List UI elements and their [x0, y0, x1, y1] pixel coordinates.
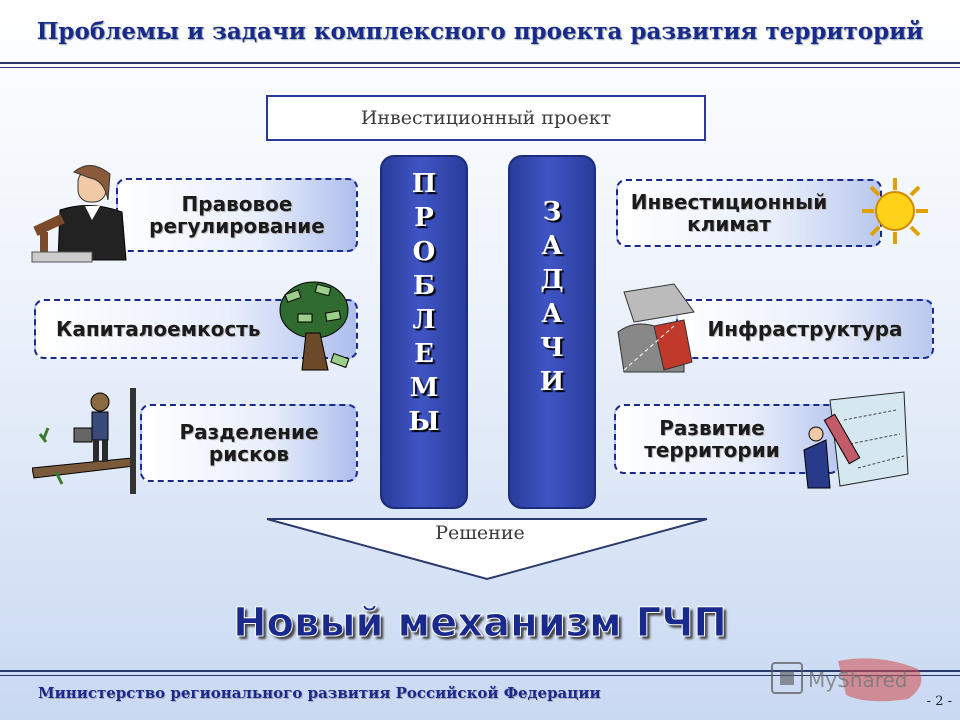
myshared-watermark-text: MyShared	[808, 668, 908, 692]
problems-letter: Л	[412, 305, 436, 335]
tasks-letter: Ч	[540, 333, 564, 363]
problems-letter: Е	[414, 339, 434, 369]
task-territory-development-label: Развитие территории	[644, 416, 780, 462]
money-tree-icon	[279, 281, 350, 371]
solution-label: Решение	[435, 522, 525, 544]
page-number: - 2 -	[926, 694, 952, 709]
tasks-letter: И	[539, 367, 565, 397]
task-territory-development: Развитие территории	[614, 404, 840, 474]
tasks-letter: А	[541, 299, 563, 329]
solution-funnel-arrow	[266, 518, 708, 581]
myshared-watermark-logo: MyShared	[771, 658, 922, 702]
top-divider	[0, 62, 960, 68]
problem-legal-regulation-label: Правовое регулирование	[149, 192, 325, 238]
problems-column: П Р О Б Л Е М Ы	[380, 155, 468, 509]
tasks-letter: З	[542, 197, 562, 227]
problem-risk-sharing: Разделение рисков	[140, 404, 358, 482]
sun-icon	[862, 178, 928, 244]
bottom-divider	[0, 670, 960, 676]
problem-capital-intensity-label: Капиталоемкость	[56, 317, 261, 341]
task-infrastructure: Инфраструктура	[676, 299, 934, 359]
ministry-footer: Министерство регионального развития Росс…	[38, 684, 601, 702]
tasks-letter: Д	[540, 265, 564, 295]
problem-risk-sharing-label: Разделение рисков	[179, 420, 319, 466]
problems-letter: О	[412, 237, 436, 267]
tasks-letter: А	[541, 231, 563, 261]
task-infrastructure-label: Инфраструктура	[707, 317, 903, 341]
territory-planning-icon	[803, 391, 909, 489]
investment-project-box: Инвестиционный проект	[266, 95, 706, 141]
problems-letter: Ы	[408, 407, 440, 437]
problems-letter: П	[411, 169, 437, 199]
problems-letter: М	[409, 373, 439, 403]
problems-letter: Б	[412, 271, 436, 301]
man-on-branch-icon	[32, 388, 136, 494]
judge-icon	[31, 165, 127, 263]
task-investment-climate-label: Инвестиционный климат	[630, 190, 828, 236]
tasks-column: З А Д А Ч И	[508, 155, 596, 509]
slide-title: Проблемы и задачи комплексного проекта р…	[36, 18, 924, 45]
problem-legal-regulation: Правовое регулирование	[116, 178, 358, 252]
infrastructure-icon	[617, 283, 695, 373]
result-heading: Новый механизм ГЧП	[233, 600, 728, 647]
problems-letter: Р	[414, 203, 434, 233]
task-investment-climate: Инвестиционный климат	[616, 179, 882, 247]
